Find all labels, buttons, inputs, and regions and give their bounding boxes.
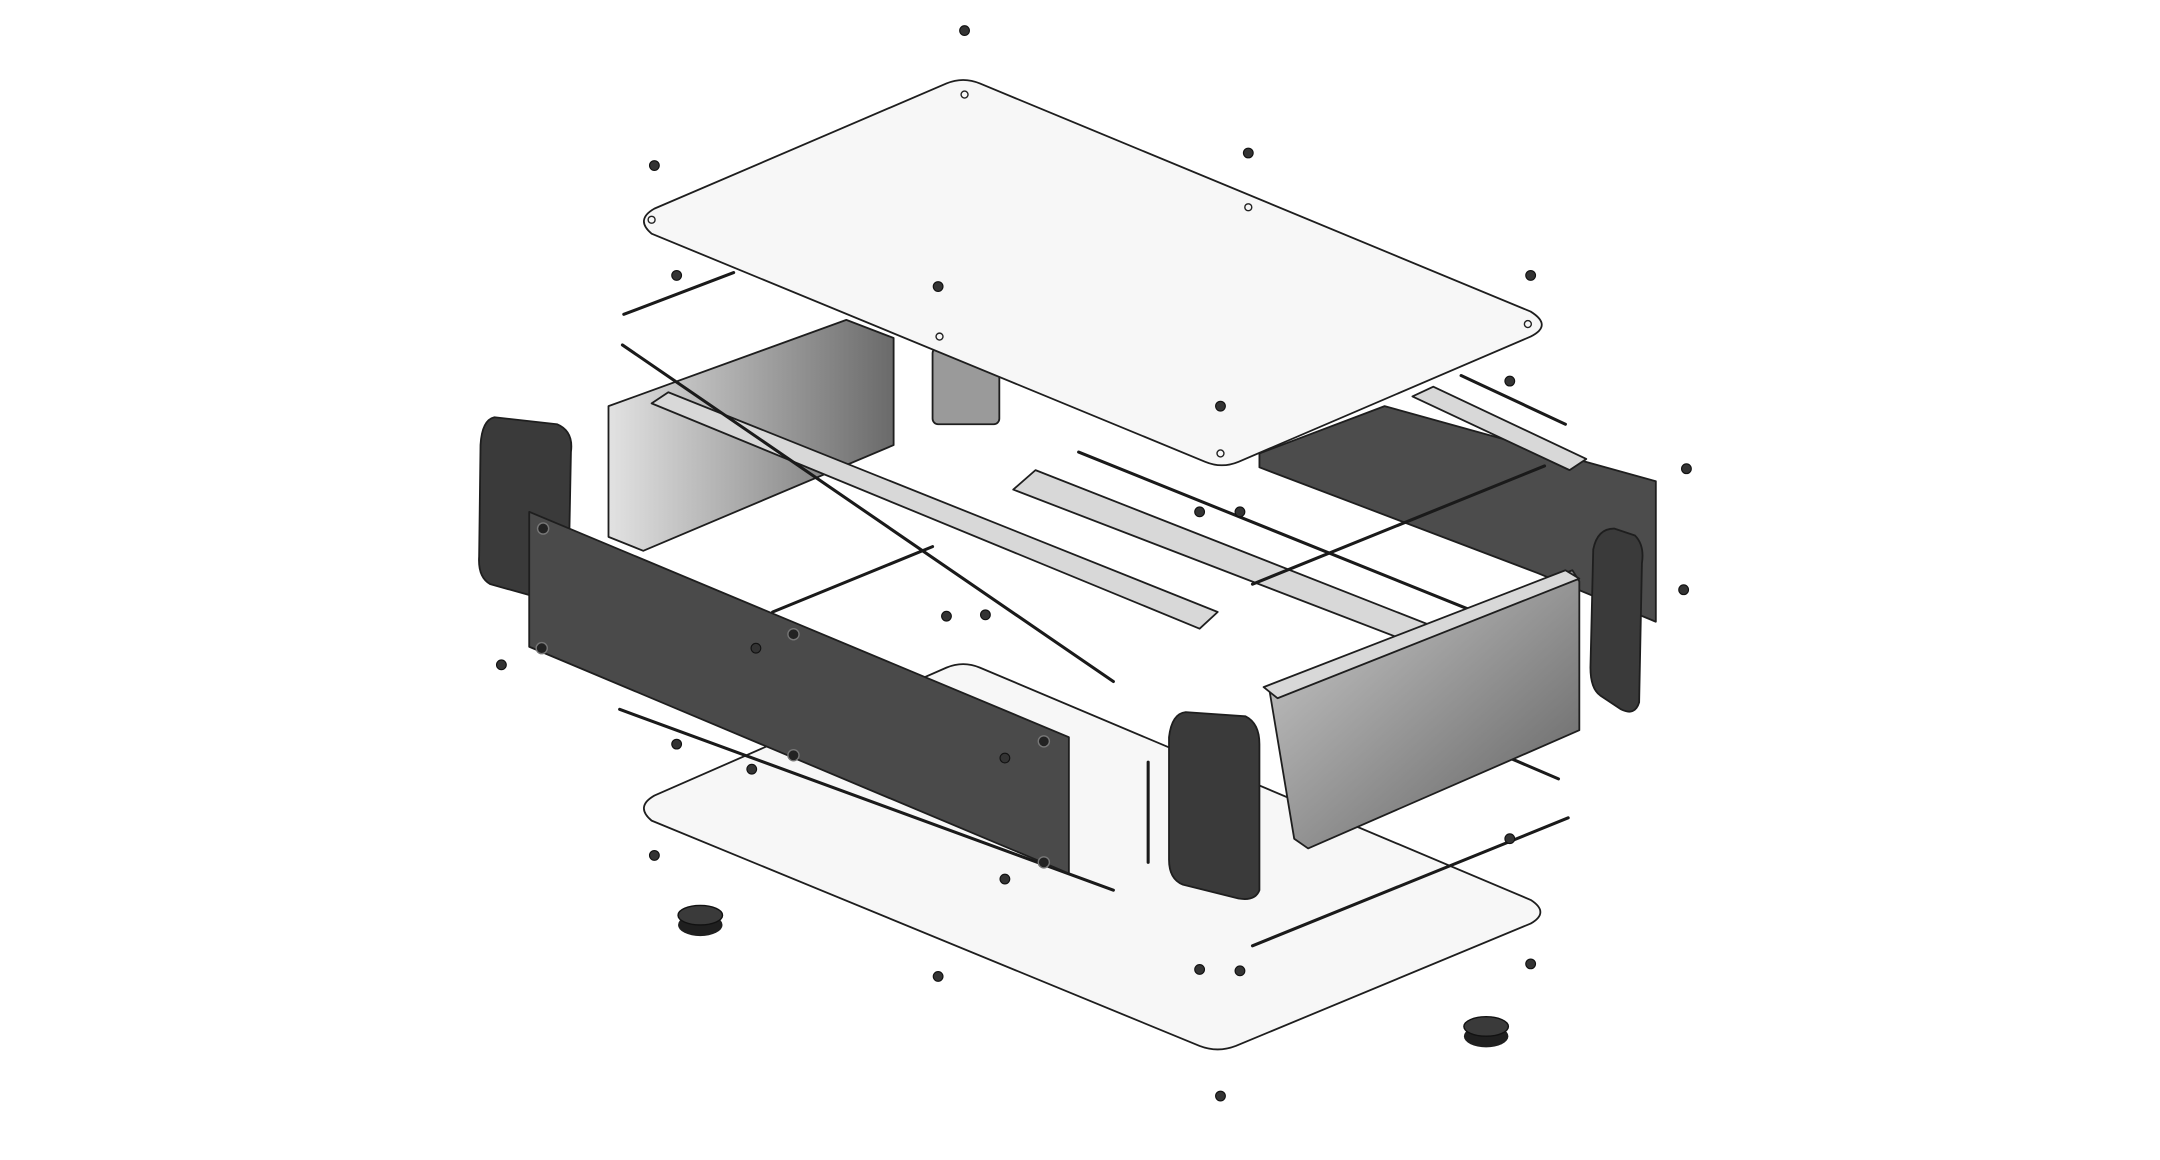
top-rail-front <box>650 391 1219 630</box>
back-right-handle <box>1589 527 1644 713</box>
screw <box>999 752 1011 764</box>
top-plate <box>643 79 1543 467</box>
screws <box>495 25 1692 1102</box>
screw <box>979 609 991 621</box>
rails <box>618 271 1588 948</box>
rod <box>1459 374 1567 426</box>
screw <box>932 281 944 292</box>
screw <box>671 738 683 750</box>
screw <box>959 25 970 37</box>
screw <box>1242 147 1254 159</box>
rod <box>1508 756 1560 781</box>
rod <box>622 271 736 316</box>
rubber-feet <box>677 904 1510 1048</box>
screw <box>1194 506 1206 518</box>
screw <box>999 873 1011 885</box>
screw <box>932 970 944 982</box>
rod <box>618 707 1115 892</box>
rod <box>1250 816 1570 948</box>
right-side-panel <box>1268 569 1581 850</box>
foot <box>677 904 724 937</box>
front-panel-screws <box>535 522 1051 869</box>
rear-rail <box>1411 385 1588 472</box>
screw <box>750 642 762 654</box>
top-plate-holes <box>647 90 1533 458</box>
foot <box>1463 1016 1510 1048</box>
right-panel-rail <box>1262 569 1581 700</box>
screw <box>1215 400 1226 412</box>
screw <box>671 269 683 281</box>
screw <box>1215 1090 1226 1102</box>
screw <box>1681 463 1692 475</box>
screw <box>648 160 660 171</box>
screw <box>1525 958 1537 970</box>
screw <box>941 610 952 622</box>
screw <box>746 763 758 775</box>
screw <box>1234 506 1246 518</box>
screw <box>1234 965 1246 977</box>
screw <box>648 849 660 861</box>
screw <box>1678 584 1690 596</box>
rod <box>620 343 1115 684</box>
rod <box>771 545 935 614</box>
front-right-handle <box>1168 711 1261 900</box>
rod <box>1250 464 1547 586</box>
screw <box>1525 269 1537 281</box>
screw <box>495 659 507 671</box>
screw <box>1194 964 1206 975</box>
screw <box>1504 833 1516 845</box>
front-panel <box>528 510 1070 875</box>
screw <box>1504 375 1516 387</box>
